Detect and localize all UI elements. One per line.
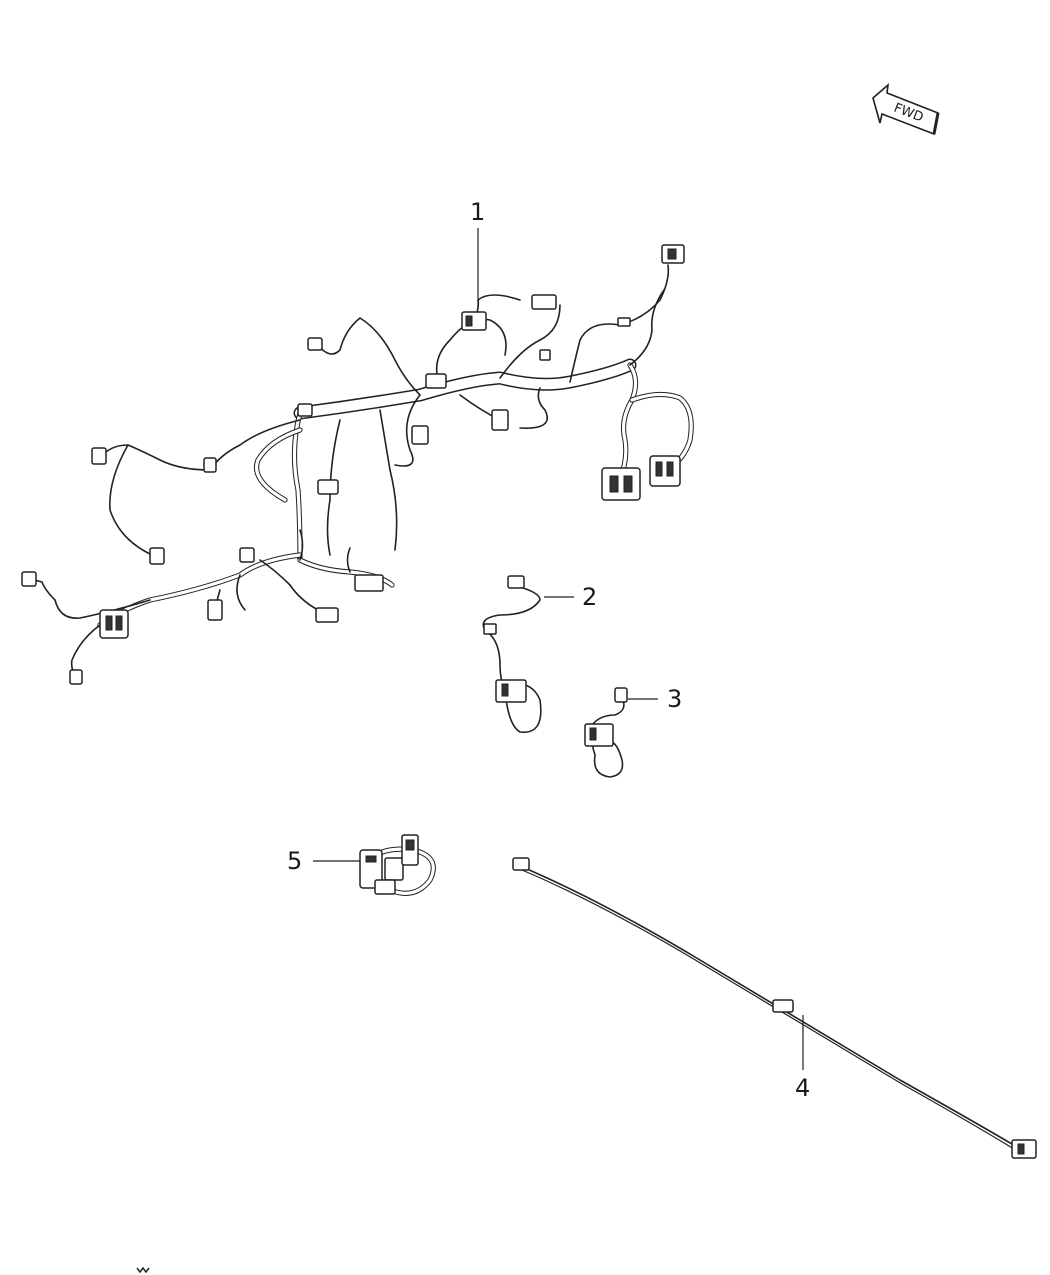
long-harness-4 [512,857,1037,1159]
callout-2-label: 2 [582,583,597,611]
jumper-harness-2 [482,575,542,733]
callout-3: 3 [628,685,682,713]
callout-4-label: 4 [795,1074,810,1102]
callout-1-label: 1 [470,198,485,226]
callout-2: 2 [544,583,597,611]
forward-arrow-icon: FWD [872,83,940,136]
callout-4: 4 [795,1015,810,1102]
callout-5-label: 5 [287,847,302,875]
corner-mark [136,1266,150,1274]
callout-1: 1 [470,198,485,308]
connector-assembly-5 [359,834,436,896]
main-harness [21,244,694,685]
callout-3-label: 3 [667,685,682,713]
callout-5: 5 [287,847,360,875]
jumper-harness-3 [584,687,628,778]
